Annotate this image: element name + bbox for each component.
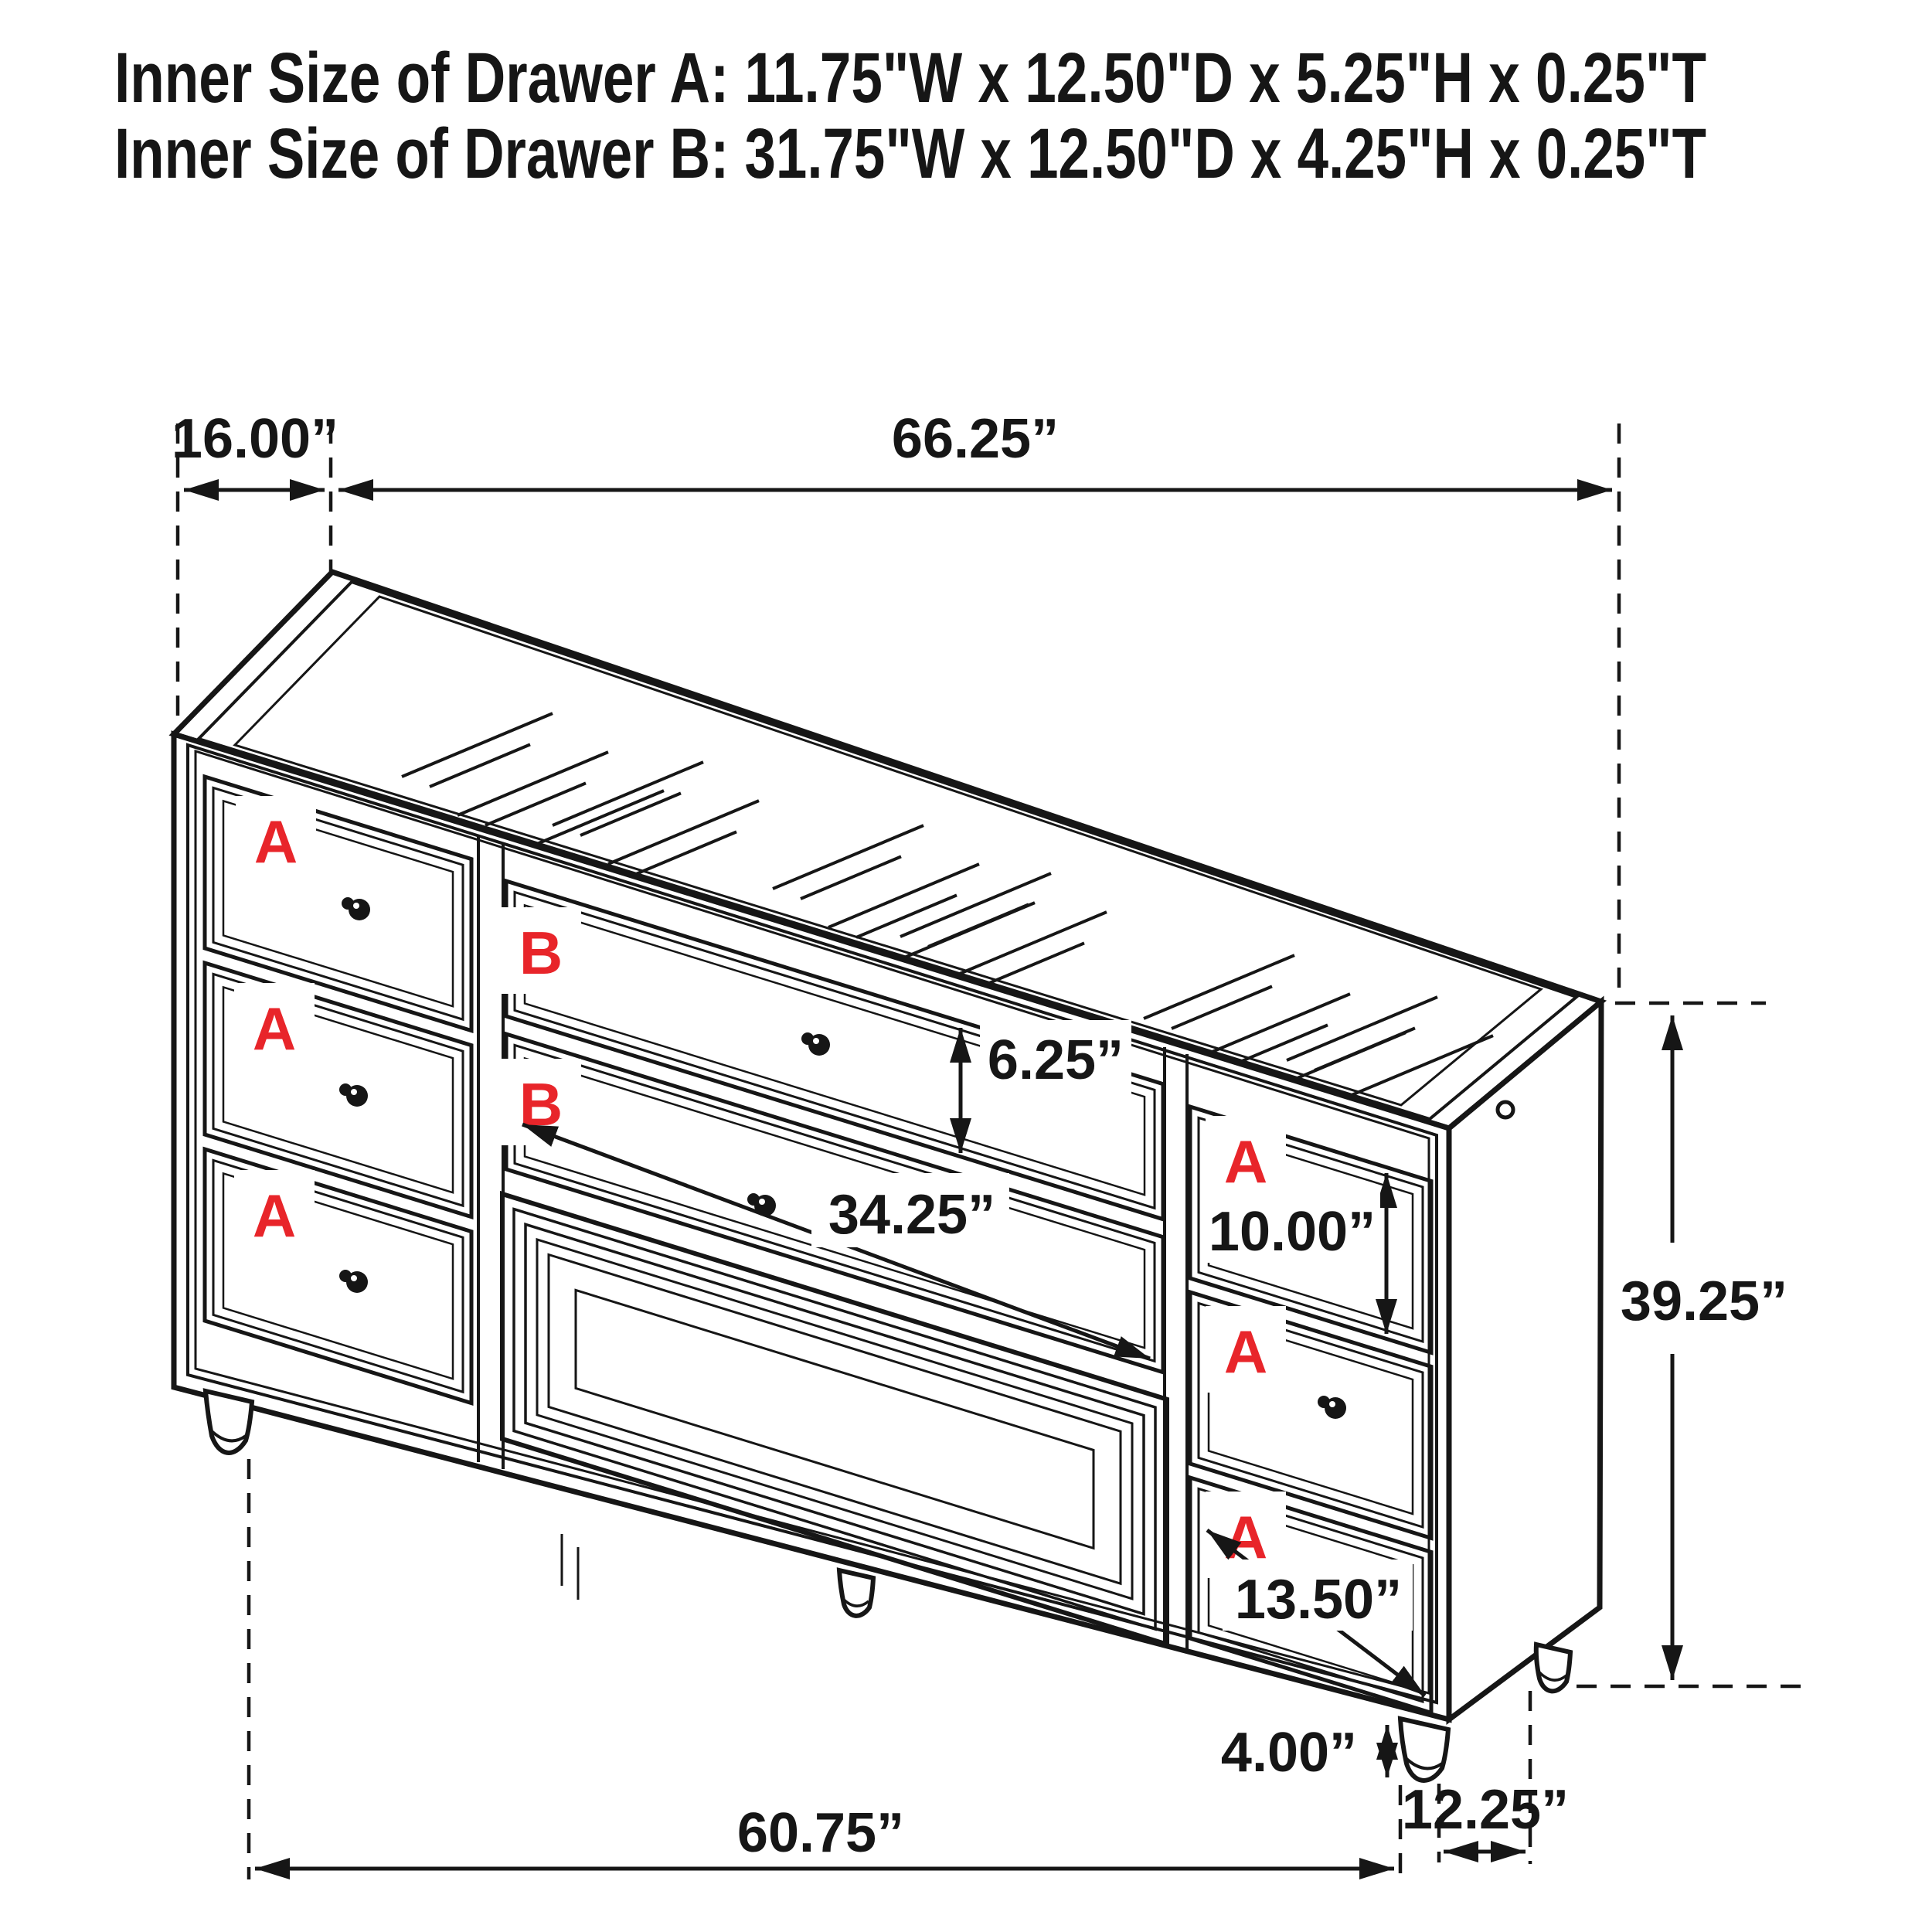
cabinet-drawing — [168, 568, 1607, 1783]
drawer-knob — [801, 1032, 830, 1056]
dim-625-label: 6.25” — [988, 1029, 1124, 1091]
dim-front-feet-span: 60.75” — [247, 1459, 1403, 1879]
dim-right-bottom-drawer-width: 13.50” — [1206, 1529, 1427, 1697]
drawer-label-a: A — [1224, 1318, 1267, 1386]
dim-3425-label: 34.25” — [828, 1184, 995, 1246]
front-right-foot — [1397, 1716, 1451, 1783]
drawer-front-a-0 — [202, 774, 474, 1033]
dim-top-width: 66.25” — [338, 408, 1621, 999]
dim-1000-label: 10.00” — [1209, 1201, 1376, 1263]
drawer-label-b: B — [519, 1070, 563, 1138]
center-foot — [836, 1567, 876, 1618]
drawer-knob — [339, 1083, 368, 1107]
dim-3925-label: 39.25” — [1621, 1270, 1787, 1332]
dim-drawer-b-width: 34.25” — [522, 1122, 1151, 1361]
dim-16-label: 16.00” — [172, 408, 338, 470]
drawer-label-a: A — [254, 808, 298, 876]
drawer-front-a-1 — [202, 960, 474, 1219]
drawer-knob — [339, 1270, 368, 1293]
dim-1350-label: 13.50” — [1235, 1569, 1402, 1631]
drawer-label-b: B — [519, 919, 563, 987]
dim-cabinet-height: 39.25” — [1577, 1001, 1804, 1689]
drawer-knob — [342, 897, 370, 920]
dim-side-feet-span: 12.25” — [1402, 1691, 1569, 1864]
back-right-foot — [1533, 1641, 1573, 1694]
dim-foot-height: 4.00” — [1221, 1722, 1398, 1784]
header-line-2: Inner Size of Drawer B: 31.75"W x 12.50"… — [114, 114, 1706, 193]
cabinet-side-face — [1446, 995, 1604, 1725]
mirror-shine-marks — [401, 712, 1494, 1100]
dim-400-label: 4.00” — [1221, 1722, 1357, 1784]
header: Inner Size of Drawer A: 11.75"W x 12.50"… — [114, 39, 1706, 193]
drawer-label-a: A — [253, 995, 296, 1063]
drawer-front-a-2 — [202, 1146, 474, 1406]
dim-top-depth: 16.00” — [172, 408, 338, 733]
side-panel-hole — [1495, 1100, 1515, 1120]
dim-6075-label: 60.75” — [737, 1802, 904, 1864]
front-left-foot — [202, 1388, 255, 1455]
header-line-1: Inner Size of Drawer A: 11.75"W x 12.50"… — [114, 39, 1706, 117]
drawer-label-a: A — [253, 1182, 296, 1250]
drawer-knob — [1318, 1396, 1346, 1419]
cabinet-feet — [202, 1388, 1573, 1783]
cabinet-top-face — [168, 568, 1607, 1131]
dim-right-top-drawer-height: 10.00” — [1202, 1173, 1397, 1334]
dim-1225-label: 12.25” — [1402, 1779, 1569, 1841]
dim-66-label: 66.25” — [892, 408, 1059, 470]
drawer-label-a: A — [1224, 1128, 1267, 1196]
drawer-front-a-4 — [1188, 1289, 1434, 1541]
